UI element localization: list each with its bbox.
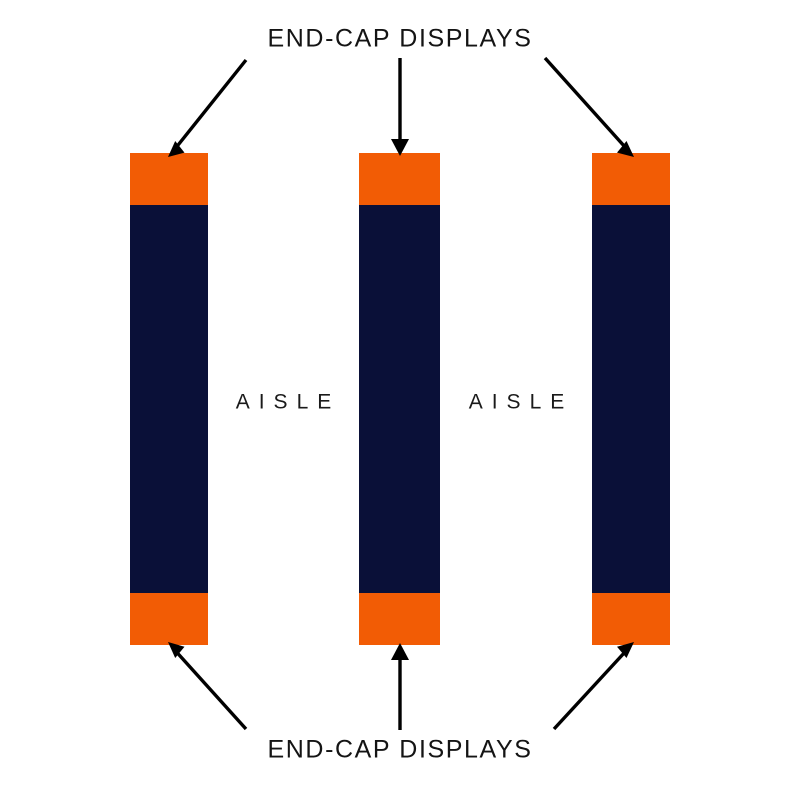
arrow-top-right-shaft	[543, 56, 627, 149]
bottom-endcap-label: END-CAP DISPLAYS	[267, 736, 532, 764]
left-gondola-body[interactable]	[130, 205, 208, 593]
right-gondola[interactable]	[592, 153, 670, 645]
left-gondola-top-endcap[interactable]	[130, 153, 208, 205]
arrow-bottom-middle	[391, 643, 409, 730]
arrow-top-middle	[391, 58, 409, 156]
arrow-top-left	[168, 58, 248, 157]
left-gondola-bottom-endcap[interactable]	[130, 593, 208, 645]
middle-gondola-bottom-endcap[interactable]	[359, 593, 440, 645]
middle-gondola-top-endcap[interactable]	[359, 153, 440, 205]
arrow-bottom-left-head	[168, 642, 185, 658]
arrow-top-left-shaft	[175, 58, 248, 149]
left-gondola[interactable]	[130, 153, 208, 645]
aisle-label-left: AISLE	[236, 391, 341, 414]
arrow-bottom-left-shaft	[175, 650, 248, 731]
top-endcap-label: END-CAP DISPLAYS	[267, 25, 532, 53]
middle-gondola-body[interactable]	[359, 205, 440, 593]
arrow-top-right-head	[617, 141, 634, 157]
arrow-bottom-middle-head	[391, 643, 409, 660]
arrow-bottom-right-shaft	[552, 650, 627, 731]
arrow-bottom-right-head	[617, 642, 634, 658]
right-gondola-bottom-endcap[interactable]	[592, 593, 670, 645]
arrow-top-left-head	[168, 141, 185, 157]
arrow-bottom-right	[552, 642, 634, 731]
aisle-label-right: AISLE	[469, 391, 574, 414]
arrow-bottom-left	[168, 642, 248, 731]
arrow-top-right	[543, 56, 634, 157]
middle-gondola[interactable]	[359, 153, 440, 645]
right-gondola-top-endcap[interactable]	[592, 153, 670, 205]
arrow-top-middle-head	[391, 139, 409, 156]
right-gondola-body[interactable]	[592, 205, 670, 593]
